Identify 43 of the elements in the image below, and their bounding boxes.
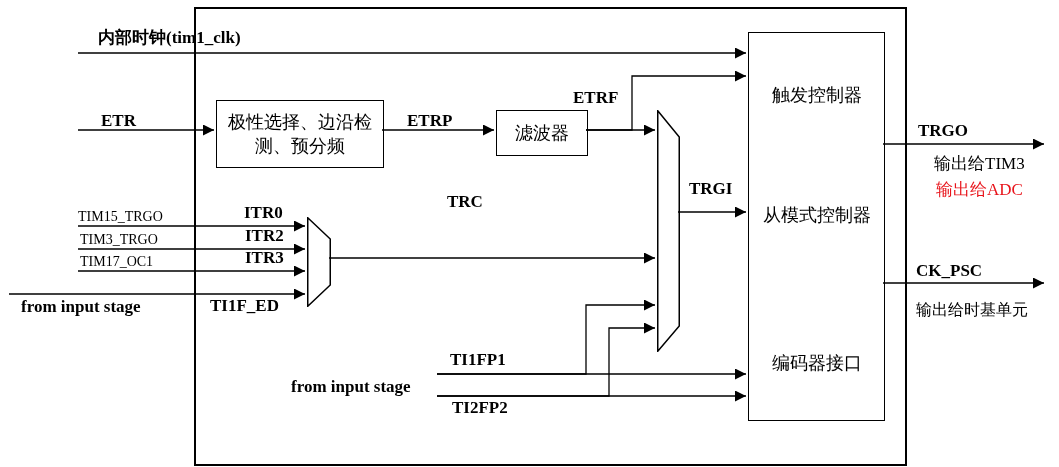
signal-arrow [882, 138, 1045, 150]
block-title: 滤波器 [514, 121, 570, 145]
block-title: 极性选择、边沿检测、预分频 [227, 110, 373, 158]
process-box [496, 110, 588, 156]
edge-label: CK_PSC [916, 262, 983, 281]
signal-arrow [436, 299, 656, 375]
signal-label: 输出给ADC [936, 181, 1023, 200]
signal-arrow [8, 288, 306, 300]
signal-arrow [77, 265, 306, 277]
edge-label: ETRP [407, 112, 453, 131]
edge-label: ITR2 [245, 227, 284, 246]
signal-arrow [882, 277, 1045, 289]
signal-arrow [381, 124, 495, 136]
signal-arrow [677, 206, 747, 218]
edge-label: TI1FP1 [450, 351, 506, 370]
signal-label: from input stage [291, 378, 411, 397]
edge-label: ITR0 [244, 204, 283, 223]
block-title: 编码器接口 [770, 352, 863, 375]
edge-label: TI1F_ED [210, 297, 279, 316]
edge-label: TI2FP2 [452, 399, 508, 418]
signal-label: 输出给TIM3 [934, 155, 1025, 174]
edge-label: ETRF [573, 89, 619, 108]
signal-arrow [585, 70, 747, 131]
signal-label: from input stage [21, 298, 141, 317]
block-title: 从模式控制器 [761, 204, 872, 227]
signal-name: TIM3_TRGO [80, 231, 158, 249]
edge-label: TRC [447, 193, 483, 212]
signal-arrow [436, 322, 656, 397]
edge-label: ITR3 [245, 249, 284, 268]
signal-arrow [77, 124, 215, 136]
signal-name: TIM15_TRGO [78, 208, 163, 226]
signal-arrow [77, 47, 747, 59]
process-box [216, 100, 384, 168]
process-box [748, 32, 885, 421]
signal-name: 输出给时基单元 [916, 301, 1028, 319]
edge-label: TRGO [918, 122, 969, 141]
edge-label: TRGI [689, 180, 733, 199]
edge-label: ETR [101, 112, 136, 131]
signal-arrow [77, 243, 306, 255]
signal-name: TIM17_OC1 [80, 253, 154, 271]
signal-arrow [77, 220, 306, 232]
block-title: 触发控制器 [770, 84, 863, 107]
signal-arrow [328, 252, 656, 264]
